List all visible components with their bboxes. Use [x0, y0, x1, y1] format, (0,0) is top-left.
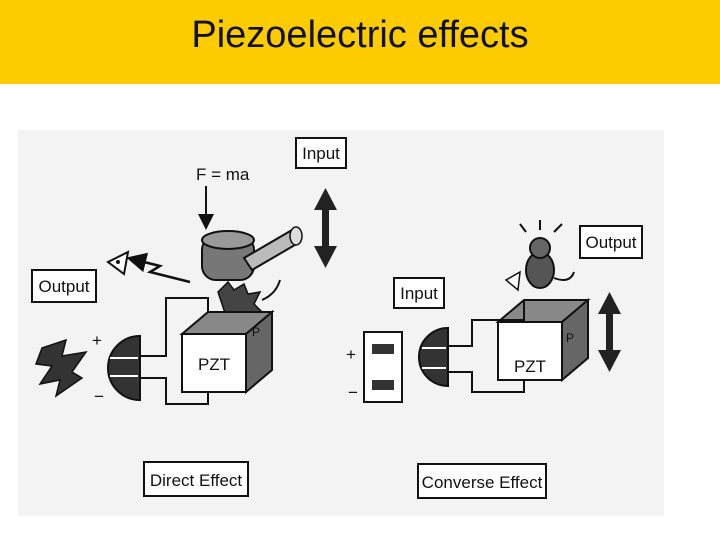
direct-effect-caption-box: Direct Effect: [143, 461, 249, 497]
left-input-label: Input: [302, 144, 340, 163]
right-vertical-double-arrow: [598, 292, 621, 372]
left-plus-sign: +: [92, 331, 102, 350]
battery-icon: [363, 331, 403, 403]
left-pzt-block: PZT P: [179, 309, 275, 395]
left-output-box: Output: [31, 269, 97, 303]
left-circuit-wires: [140, 297, 209, 405]
right-pole-label: P: [566, 331, 574, 345]
left-minus-sign: −: [94, 387, 104, 406]
right-input-plug: [418, 326, 449, 388]
spark-icon: [34, 338, 88, 398]
converse-effect-panel: Output Input PZT P: [346, 220, 643, 499]
right-minus-sign: −: [348, 383, 358, 402]
left-output-bulb: [107, 334, 141, 402]
right-output-box: Output: [579, 225, 643, 259]
flying-cheese-icon: [106, 250, 191, 284]
left-vertical-double-arrow: [314, 188, 337, 268]
left-pole-label: P: [252, 325, 260, 339]
slide-title: Piezoelectric effects: [191, 14, 529, 56]
force-formula: F = ma: [196, 165, 250, 184]
right-output-label: Output: [585, 233, 636, 252]
converse-effect-caption-box: Converse Effect: [417, 463, 547, 499]
startled-mouse-icon: [504, 220, 575, 292]
left-pzt-label: PZT: [198, 355, 230, 374]
right-circuit-wires: [448, 300, 525, 393]
left-output-label: Output: [38, 277, 89, 296]
right-input-label: Input: [400, 284, 438, 303]
direct-effect-panel: Input F = ma Output: [31, 137, 347, 497]
converse-effect-caption: Converse Effect: [422, 473, 543, 492]
right-pzt-block: PZT P: [495, 297, 591, 383]
title-banner: [0, 0, 720, 84]
right-input-box: Input: [393, 277, 445, 309]
right-plus-sign: +: [346, 345, 356, 364]
right-pzt-label: PZT: [514, 357, 546, 376]
hammer-mass-icon: [201, 226, 303, 281]
left-input-box: Input: [295, 137, 347, 169]
direct-effect-caption: Direct Effect: [150, 471, 243, 490]
